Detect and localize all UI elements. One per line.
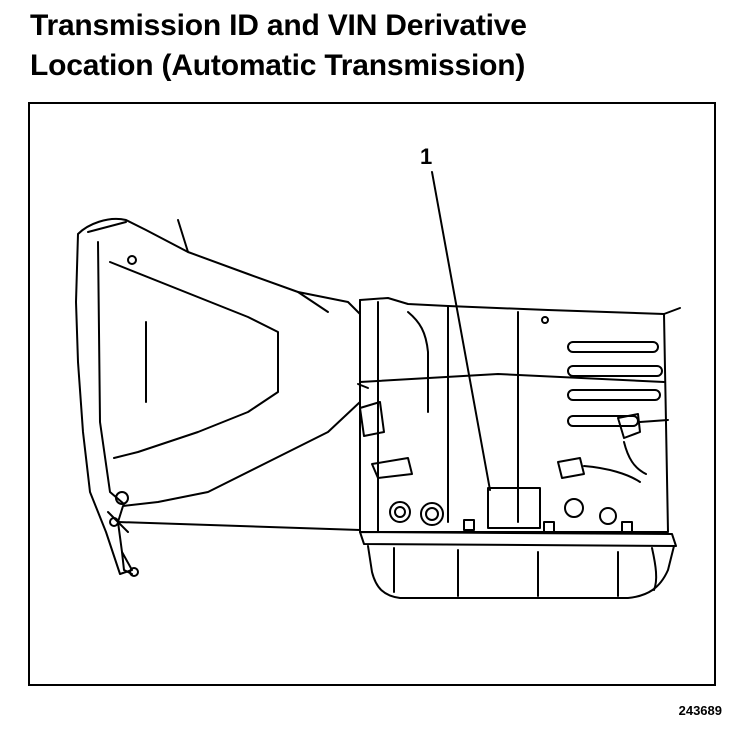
illustration-frame: [28, 102, 716, 686]
title-line-1: Transmission ID and VIN Derivative: [30, 9, 527, 42]
callout-label: 1: [420, 144, 432, 169]
callout-leader-line: [431, 171, 491, 491]
transmission-id-label: [487, 487, 541, 529]
title-line-2: Location (Automatic Transmission): [30, 49, 526, 82]
case-bolts: [389, 498, 633, 533]
oil-pan: [359, 531, 677, 599]
transmission-illustration: 1: [75, 144, 681, 599]
page-title: Transmission ID and VIN Derivative Locat…: [30, 6, 527, 86]
figure-number: 243689: [678, 703, 722, 718]
transmission-case: [357, 297, 681, 533]
